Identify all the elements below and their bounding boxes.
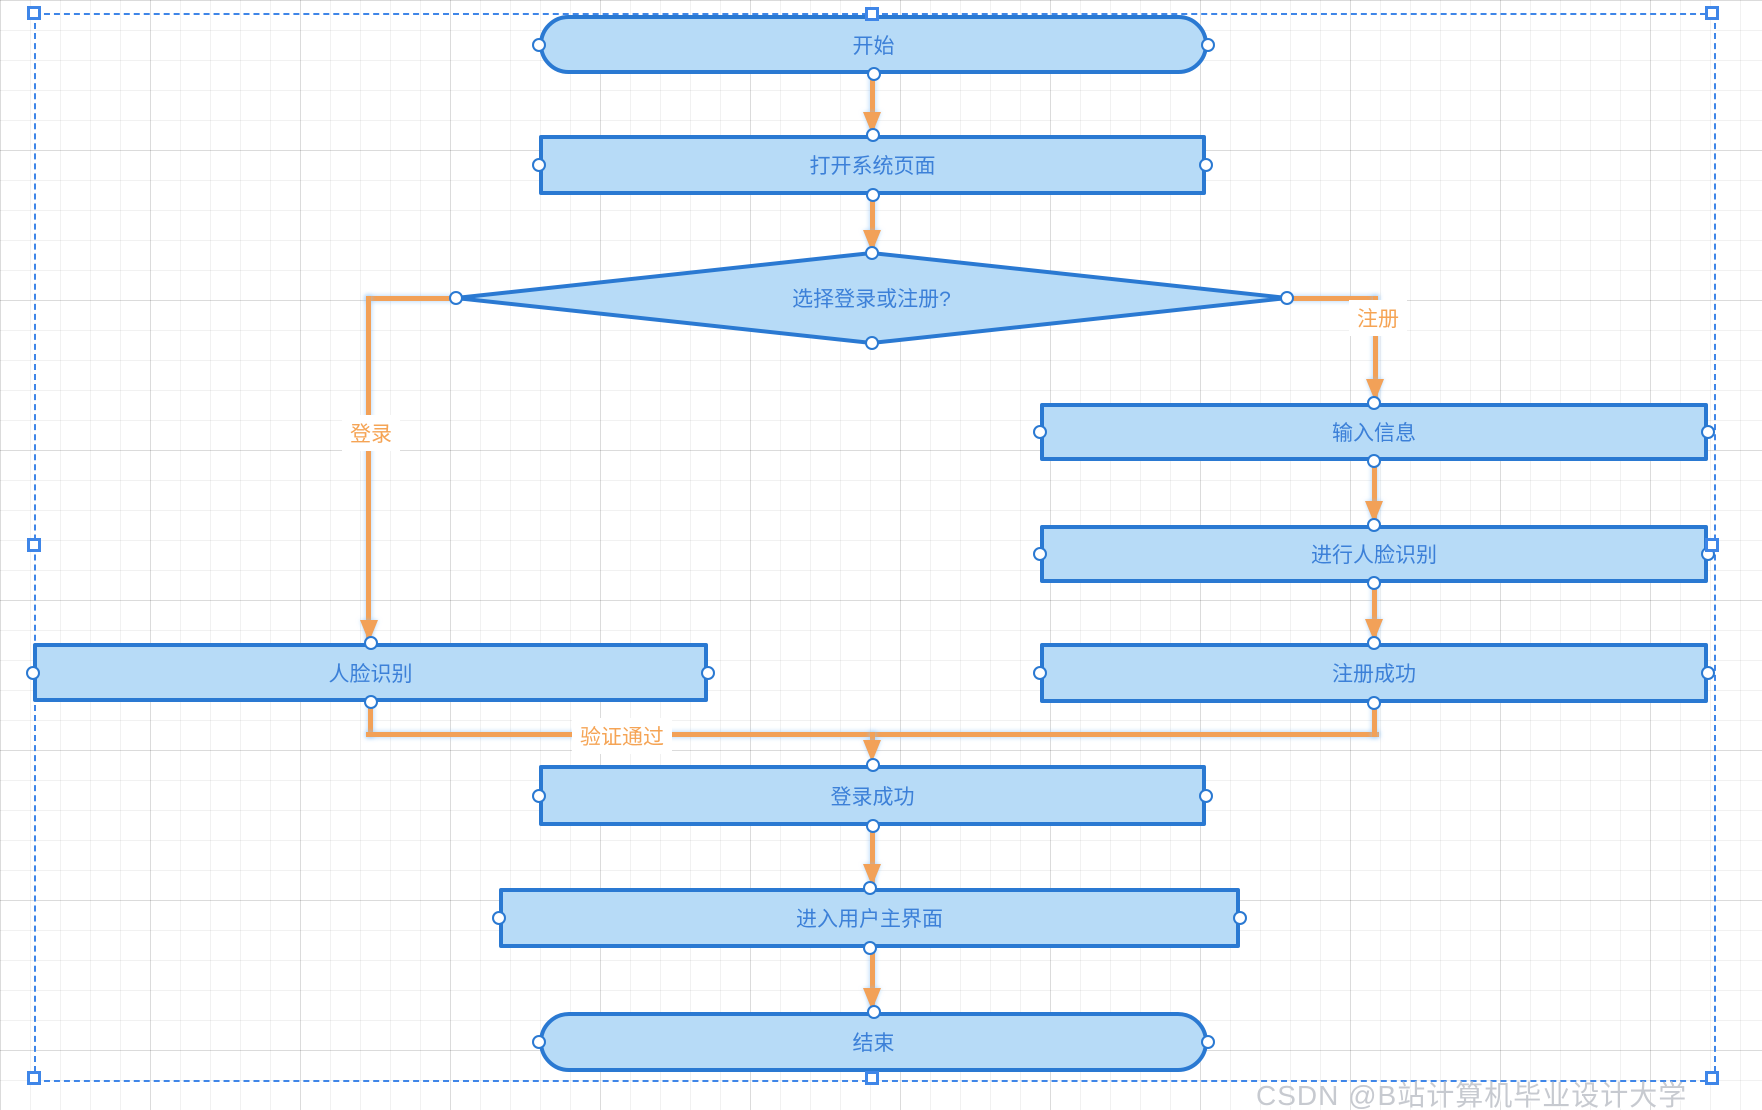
node-label-open-system-page: 打开系统页面 (809, 155, 936, 178)
connection-point-choose-login-or-register-bottom[interactable] (864, 336, 879, 350)
connection-point-face-recognition-top[interactable] (363, 636, 378, 650)
node-open-system-page[interactable]: 打开系统页面 (539, 135, 1206, 195)
edge-segment-input-info-to-do-face[interactable] (1371, 458, 1377, 525)
connection-point-choose-login-or-register-right[interactable] (1280, 291, 1294, 305)
connection-point-do-face-recognition-bottom[interactable] (1367, 576, 1381, 590)
selection-handle-2[interactable] (1705, 6, 1719, 20)
connection-point-enter-main-ui-top[interactable] (862, 881, 877, 895)
connection-point-open-system-page-top[interactable] (865, 128, 880, 142)
node-label-start: 开始 (852, 34, 895, 58)
connection-point-enter-main-ui-right[interactable] (1233, 911, 1247, 925)
connection-point-choose-login-or-register-left[interactable] (449, 291, 463, 305)
node-register-success[interactable]: 注册成功 (1040, 643, 1708, 703)
node-start[interactable]: 开始 (539, 15, 1208, 74)
connection-point-end-left[interactable] (532, 1035, 546, 1049)
connection-point-login-success-bottom[interactable] (865, 819, 880, 833)
arrowhead-do-face-to-register-success (1365, 619, 1383, 641)
edge-segment-login-success-to-main-ui[interactable] (869, 823, 875, 888)
connection-point-open-system-page-left[interactable] (532, 158, 546, 172)
connection-point-login-success-right[interactable] (1199, 788, 1213, 803)
node-login-success[interactable]: 登录成功 (539, 765, 1206, 826)
selection-handle-6[interactable] (865, 1071, 879, 1085)
connection-point-input-info-top[interactable] (1367, 396, 1381, 410)
connection-point-start-right[interactable] (1201, 37, 1215, 52)
connection-point-register-success-left[interactable] (1033, 666, 1047, 680)
edge-segment-start-to-open[interactable] (869, 71, 875, 136)
connection-point-input-info-right[interactable] (1701, 425, 1715, 439)
arrowhead-input-info-to-do-face (1365, 501, 1383, 523)
connection-point-input-info-bottom[interactable] (1367, 454, 1381, 468)
edge-segment-do-face-to-register-success[interactable] (1371, 580, 1377, 643)
edge-segment-merge-to-login-success[interactable] (367, 699, 373, 737)
edge-label-merge-to-login-success[interactable]: 验证通过 (572, 718, 672, 754)
edge-label-choose-to-face-recognition[interactable]: 登录 (342, 415, 400, 451)
connection-point-choose-login-or-register-top[interactable] (864, 246, 879, 260)
connection-point-input-info-left[interactable] (1033, 425, 1047, 439)
selection-handle-4[interactable] (1705, 538, 1719, 552)
node-label-face-recognition: 人脸识别 (328, 662, 413, 686)
selection-handle-3[interactable] (27, 538, 41, 552)
arrowhead-login-success-to-main-ui (863, 864, 881, 886)
arrowhead-merge-to-login-success (863, 740, 881, 762)
arrowhead-choose-to-input-info (1366, 379, 1384, 401)
node-label-input-info: 输入信息 (1332, 422, 1416, 445)
node-do-face-recognition[interactable]: 进行人脸识别 (1040, 525, 1708, 583)
selection-handle-1[interactable] (865, 7, 879, 21)
edge-label-choose-to-input-info[interactable]: 注册 (1349, 300, 1407, 336)
node-end[interactable]: 结束 (539, 1012, 1208, 1072)
connection-point-open-system-page-bottom[interactable] (865, 188, 880, 202)
connection-point-face-recognition-right[interactable] (701, 665, 715, 680)
connection-point-register-success-right[interactable] (1701, 666, 1715, 680)
selection-handle-0[interactable] (27, 6, 41, 20)
selection-handle-5[interactable] (27, 1071, 41, 1085)
connection-point-open-system-page-right[interactable] (1199, 158, 1213, 172)
edge-segment-main-ui-to-end[interactable] (869, 945, 875, 1012)
connection-point-face-recognition-bottom[interactable] (363, 695, 378, 709)
connection-point-login-success-top[interactable] (865, 758, 880, 772)
node-label-register-success: 注册成功 (1332, 663, 1416, 686)
node-input-info[interactable]: 输入信息 (1040, 403, 1708, 461)
connection-point-do-face-recognition-left[interactable] (1033, 547, 1047, 561)
connection-point-start-bottom[interactable] (866, 67, 881, 81)
edge-segment-choose-to-face-recognition[interactable] (365, 295, 371, 644)
connection-point-register-success-top[interactable] (1367, 636, 1381, 650)
connection-point-face-recognition-left[interactable] (26, 665, 40, 680)
edge-segment-choose-to-input-info[interactable] (1284, 295, 1378, 301)
node-label-do-face-recognition: 进行人脸识别 (1311, 544, 1437, 567)
connection-point-enter-main-ui-bottom[interactable] (862, 941, 877, 955)
node-enter-main-ui[interactable]: 进入用户主界面 (499, 888, 1240, 948)
connection-point-end-top[interactable] (866, 1005, 881, 1019)
node-face-recognition[interactable]: 人脸识别 (33, 643, 708, 702)
node-label-login-success: 登录成功 (830, 785, 915, 809)
node-label-enter-main-ui: 进入用户主界面 (796, 908, 943, 931)
edge-segment-open-to-choose[interactable] (869, 192, 875, 254)
node-label-choose-login-or-register: 选择登录或注册? (792, 288, 951, 311)
selection-handle-7[interactable] (1705, 1071, 1719, 1085)
node-label-end: 结束 (852, 1032, 895, 1055)
connection-point-login-success-left[interactable] (532, 788, 546, 803)
edge-segment-choose-to-input-info[interactable] (1372, 295, 1378, 403)
connection-point-do-face-recognition-top[interactable] (1367, 518, 1381, 532)
arrowhead-main-ui-to-end (863, 988, 881, 1010)
edge-segment-choose-to-face-recognition[interactable] (365, 295, 459, 301)
edge-segment-merge-to-login-success[interactable] (1371, 699, 1377, 737)
connection-point-register-success-bottom[interactable] (1367, 696, 1381, 710)
connection-point-enter-main-ui-left[interactable] (492, 911, 506, 925)
connection-point-start-left[interactable] (532, 37, 546, 52)
connection-point-end-right[interactable] (1201, 1035, 1215, 1049)
watermark: CSDN @B站计算机毕业设计大学 (1256, 1080, 1688, 1110)
